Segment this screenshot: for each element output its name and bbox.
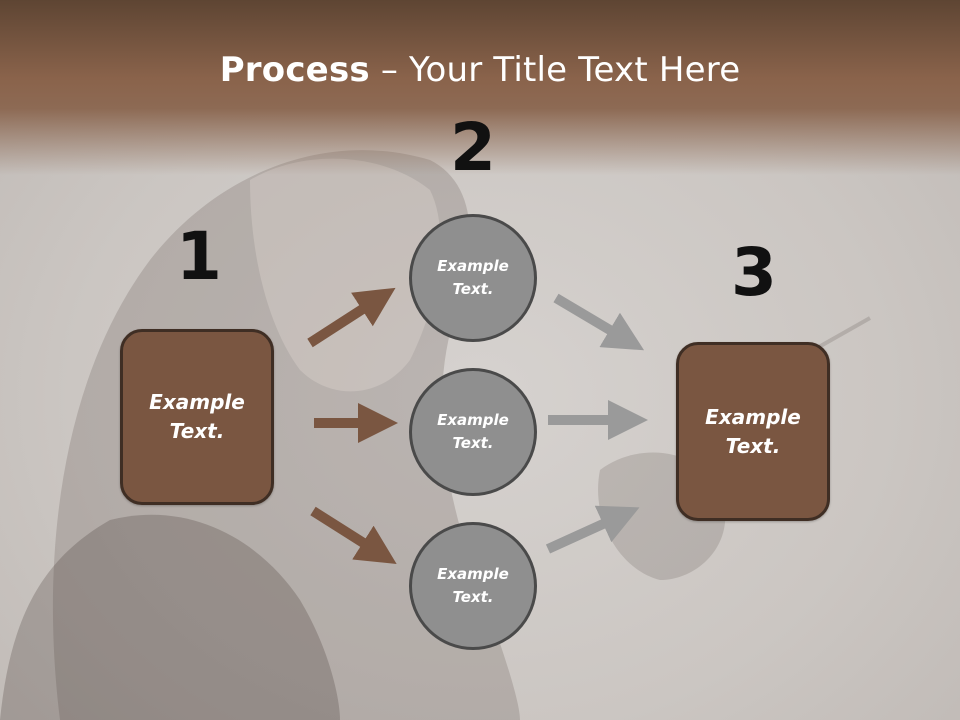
step-number-1: 1	[176, 218, 222, 295]
step-number-3: 3	[731, 234, 777, 311]
circle-top-text: Example Text.	[437, 257, 509, 298]
step-number-2: 2	[450, 109, 496, 186]
left-box: Example Text.	[120, 329, 274, 505]
right-box-text: Example Text.	[705, 404, 801, 458]
arrow-left-to-bottom	[310, 506, 397, 564]
circle-top: Example Text.	[409, 214, 537, 342]
arrow-top-to-right	[553, 293, 645, 351]
arrow-bottom-to-right	[545, 505, 640, 554]
title-strong: Process	[219, 50, 370, 90]
circle-middle: Example Text.	[409, 368, 537, 496]
slide-title: Process – Your Title Text Here	[0, 50, 960, 90]
left-box-text: Example Text.	[149, 390, 245, 443]
circle-bottom: Example Text.	[409, 522, 537, 650]
circle-middle-text: Example Text.	[437, 411, 509, 452]
circle-bottom-text: Example Text.	[437, 565, 509, 606]
header-band	[0, 0, 960, 175]
right-box: Example Text.	[676, 342, 830, 521]
title-rest: – Your Title Text Here	[369, 50, 741, 90]
arrow-left-to-top	[307, 287, 396, 348]
